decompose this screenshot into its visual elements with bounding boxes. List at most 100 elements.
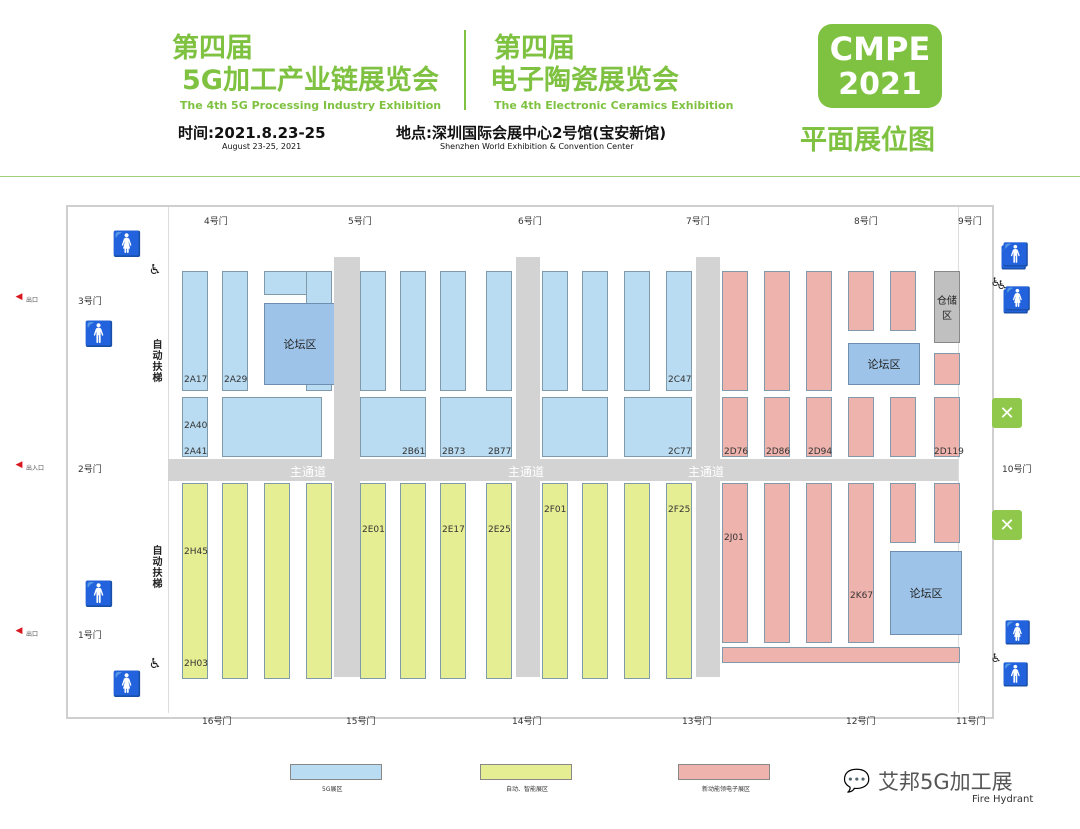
booth-block-yellow-6[interactable] xyxy=(400,483,426,679)
gate-14: 14号门 xyxy=(512,717,542,727)
booth-block-pink-15[interactable] xyxy=(806,483,832,643)
left-title-line2: 5G加工产业链展览会 xyxy=(182,65,439,96)
booth-block-blue-8[interactable] xyxy=(486,271,512,391)
legend-label-5g: 5G展区 xyxy=(322,786,343,793)
booth-block-blue-18[interactable] xyxy=(624,397,692,457)
booth-block-blue-9[interactable] xyxy=(542,271,568,391)
gate-10: 10号门 xyxy=(1002,465,1032,475)
booth-block-yellow-3[interactable] xyxy=(264,483,290,679)
booth-block-pink-10[interactable] xyxy=(848,397,874,457)
booth-block-blue-11[interactable] xyxy=(624,271,650,391)
gate-11: 11号门 xyxy=(956,717,986,727)
forum-area-1: 论坛区 xyxy=(264,303,336,385)
left-title-en: The 4th 5G Processing Industry Exhibitio… xyxy=(179,99,442,112)
booth-block-blue-7[interactable] xyxy=(440,271,466,391)
restaurant-icon xyxy=(992,398,1022,428)
booth-block-pink-5[interactable] xyxy=(890,271,916,331)
booth-block-blue-16[interactable] xyxy=(440,397,512,457)
booth-block-pink-1[interactable] xyxy=(722,271,748,391)
booth-block-pink-6[interactable] xyxy=(934,353,960,385)
booth-code: 2B61 xyxy=(402,447,426,457)
gate-2: 2号门 xyxy=(78,465,102,475)
gate-16: 16号门 xyxy=(202,717,232,727)
exit-label: 出口 xyxy=(26,297,39,304)
booth-code: 2C77 xyxy=(668,447,692,457)
logo-text-2: 2021 xyxy=(838,67,922,102)
restroom-female-icon: 🚺 xyxy=(1004,620,1032,646)
accessible-icon: ♿ xyxy=(148,656,162,672)
booth-block-pink-9[interactable] xyxy=(806,397,832,457)
accessible-icon: ♿ xyxy=(990,651,1002,665)
booth-code: 2E25 xyxy=(488,525,511,535)
fire-hydrant-label: Fire Hydrant xyxy=(972,794,1034,805)
booth-block-yellow-10[interactable] xyxy=(582,483,608,679)
right-title-line1: 第四届 xyxy=(494,33,575,64)
aisle-vertical-1 xyxy=(334,257,360,677)
booth-block-yellow-5[interactable] xyxy=(360,483,386,679)
booth-block-blue-6[interactable] xyxy=(400,271,426,391)
restroom-female-icon: 🚺 xyxy=(1002,289,1030,315)
booth-code: 2D86 xyxy=(766,447,791,457)
booth-block-blue-10[interactable] xyxy=(582,271,608,391)
gate-15: 15号门 xyxy=(346,717,376,727)
booth-block-pink-4[interactable] xyxy=(848,271,874,331)
booth-block-pink-8[interactable] xyxy=(764,397,790,457)
booth-block-pink-2[interactable] xyxy=(764,271,790,391)
booth-block-pink-11[interactable] xyxy=(890,397,916,457)
booth-block-blue-14[interactable] xyxy=(222,397,322,457)
booth-block-blue-13[interactable] xyxy=(182,397,208,457)
event-place-en: Shenzhen World Exhibition & Convention C… xyxy=(440,142,634,151)
booth-strip-pink[interactable] xyxy=(722,647,960,663)
exit-arrow-icon: ◀ xyxy=(15,292,23,302)
accessible-icon: ♿ xyxy=(148,262,162,278)
gate-8: 8号门 xyxy=(854,217,878,227)
restroom-female-icon: 🚺 xyxy=(112,670,142,698)
right-title-en: The 4th Electronic Ceramics Exhibition xyxy=(494,99,734,112)
restaurant-icon xyxy=(992,510,1022,540)
booth-block-blue-12[interactable] xyxy=(666,271,692,391)
hall-floor: 论坛区 论坛区 仓储区 论坛区 主通道 主通道 主通道 2A40 2A17 2A… xyxy=(66,205,1030,719)
main-aisle-label-2: 主通道 xyxy=(508,465,545,479)
booth-block-pink-16[interactable] xyxy=(848,483,874,643)
booth-block-blue-1[interactable] xyxy=(182,271,208,391)
booth-block-blue-15[interactable] xyxy=(360,397,426,457)
main-aisle-label-1: 主通道 xyxy=(290,465,327,479)
booth-block-yellow-12[interactable] xyxy=(666,483,692,679)
storage-area: 仓储区 xyxy=(934,271,960,343)
booth-block-yellow-1[interactable] xyxy=(182,483,208,679)
booth-code: 2K67 xyxy=(850,591,874,601)
booth-block-pink-13[interactable] xyxy=(722,483,748,643)
booth-code: 2D94 xyxy=(808,447,833,457)
booth-block-pink-7[interactable] xyxy=(722,397,748,457)
main-aisle-horizontal xyxy=(168,459,958,481)
booth-block-yellow-11[interactable] xyxy=(624,483,650,679)
booth-code: 2E17 xyxy=(442,525,465,535)
forum-area-2: 论坛区 xyxy=(848,343,920,385)
booth-block-yellow-4[interactable] xyxy=(306,483,332,679)
booth-block-yellow-8[interactable] xyxy=(486,483,512,679)
booth-block-pink-18[interactable] xyxy=(934,483,960,543)
booth-block-pink-14[interactable] xyxy=(764,483,790,643)
restroom-female-icon: 🚺 xyxy=(112,230,142,258)
restaurant-icon: ✕ xyxy=(999,402,1015,424)
booth-block-blue-5[interactable] xyxy=(360,271,386,391)
cmpe-logo: CMPE 2021 xyxy=(818,24,942,108)
event-time-en: August 23-25, 2021 xyxy=(222,142,302,151)
booth-code: 2A29 xyxy=(224,375,248,385)
booth-block-pink-12[interactable] xyxy=(934,397,960,457)
map-title: 平面展位图 xyxy=(800,125,935,156)
gate-7: 7号门 xyxy=(686,217,710,227)
restroom-male-icon xyxy=(82,315,118,351)
booth-code: 2B73 xyxy=(442,447,466,457)
booth-block-yellow-7[interactable] xyxy=(440,483,466,679)
restroom-male-icon: 🚹 xyxy=(1002,662,1030,688)
booth-code: 2D76 xyxy=(724,447,749,457)
booth-block-yellow-9[interactable] xyxy=(542,483,568,679)
booth-block-pink-3[interactable] xyxy=(806,271,832,391)
booth-block-pink-17[interactable] xyxy=(890,483,916,543)
booth-block-yellow-2[interactable] xyxy=(222,483,248,679)
booth-block-blue-2[interactable] xyxy=(222,271,248,391)
accessible-icon: ♿ xyxy=(990,275,1002,289)
booth-block-blue-17[interactable] xyxy=(542,397,608,457)
gate-12: 12号门 xyxy=(846,717,876,727)
